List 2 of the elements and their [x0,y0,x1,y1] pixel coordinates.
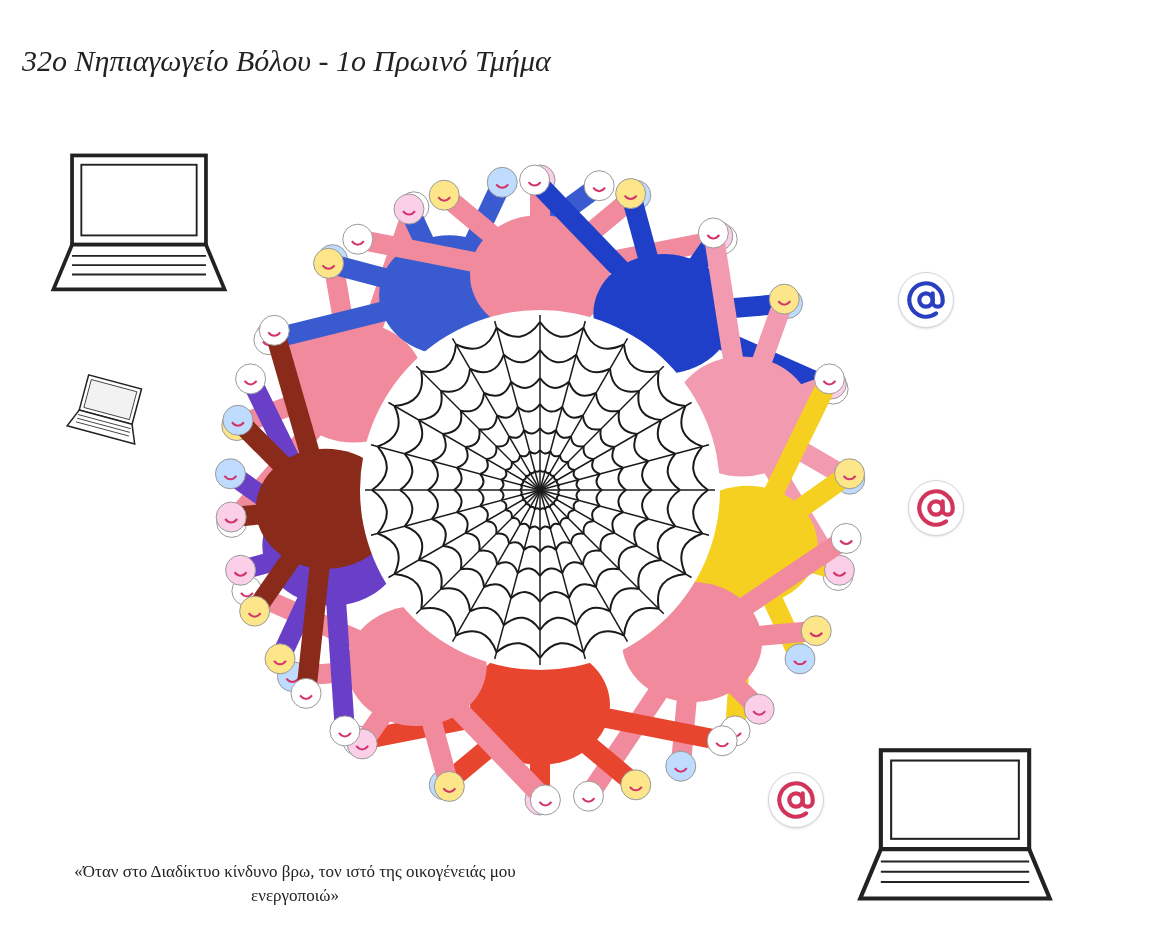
title: 32ο Νηπιαγωγείο Βόλου - 1ο Πρωινό Τμήμα [22,43,551,79]
caption: «Όταν στο Διαδίκτυο κίνδυνο βρω, τον ιστό της οικογένειάς μου ενεργοποιώ» [73,861,517,907]
